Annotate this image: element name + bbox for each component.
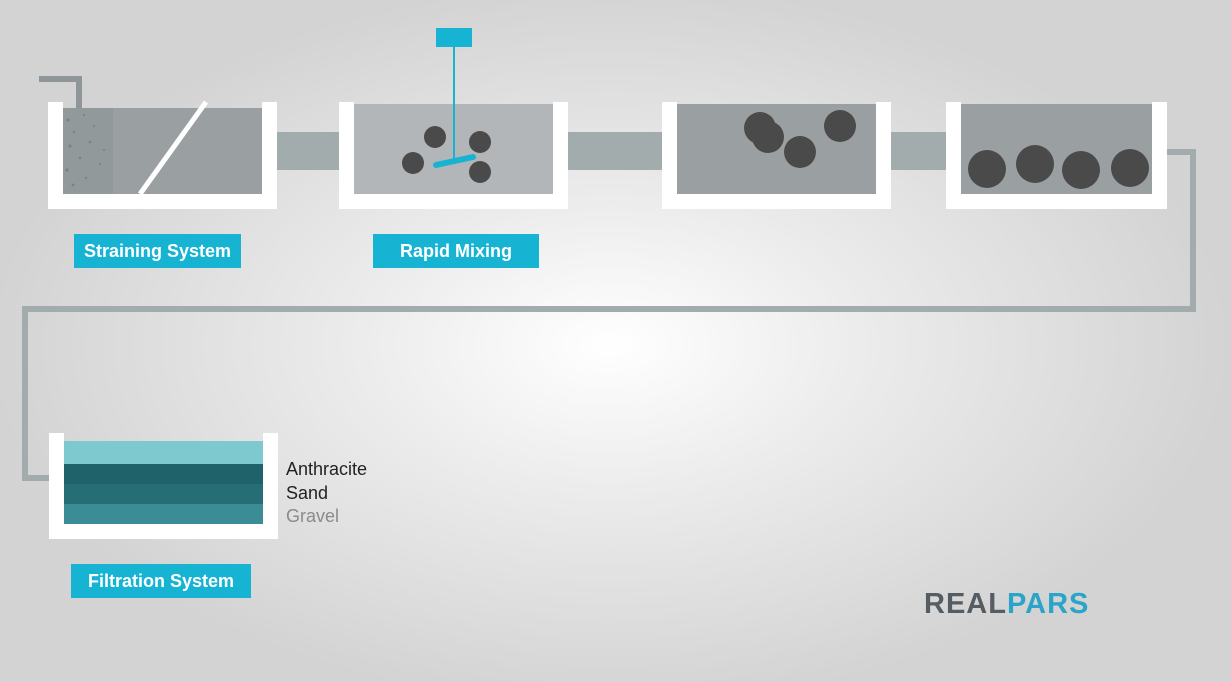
logo-part-real: REAL [924,588,1007,620]
layer-label-gravel: Gravel [286,506,340,526]
straining-tank [48,100,277,209]
straining-system-label: Straining System [74,234,241,268]
mixer-motor [436,28,472,47]
mixer-blade [433,154,476,168]
gravel-layer [64,504,263,524]
settled-floc [1111,149,1149,187]
particle [402,152,424,174]
pipe-3-4 [886,132,952,170]
particle [469,161,491,183]
sedimentation-tank [946,102,1167,209]
pipe-2-3 [563,132,667,170]
settled-floc [1062,151,1100,189]
floc [752,121,784,153]
logo-part-pars: PARS [1006,588,1090,620]
layer-label-sand: Sand [286,483,329,503]
sand-layer [64,464,263,484]
screen-bar [137,100,209,196]
anthracite-layer [64,441,263,464]
return-pipe [22,149,1196,481]
pipe-1-2 [272,132,344,170]
settled-floc [968,150,1006,188]
realpars-logo: REALPARS [924,588,1089,620]
floc [784,136,816,168]
settled-floc [1016,145,1054,183]
sand-layer-lower [64,484,263,504]
flocculation-tank [662,102,891,209]
particle [424,126,446,148]
layer-label-anthracite: Anthracite [286,459,368,479]
rapid-mixing-label: Rapid Mixing [373,234,539,268]
particle [469,131,491,153]
floc [824,110,856,142]
filtration-system-label: Filtration System [71,564,251,598]
filtration-tank [49,433,278,539]
rapid-mixing-tank [339,28,568,209]
